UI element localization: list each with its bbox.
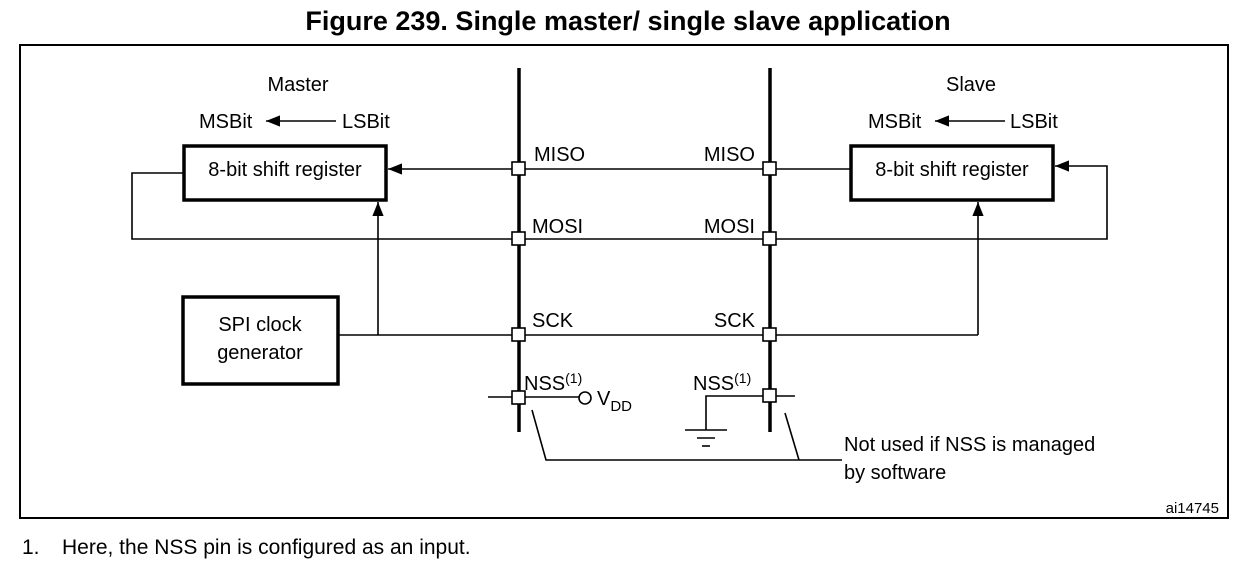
slave-sck-label: SCK [714, 310, 756, 332]
slave-mosi-pin [762, 231, 777, 246]
slave-sck-pin [762, 327, 777, 342]
master-lsbit-label: LSBit [342, 111, 390, 133]
spi-clock-generator-line2: generator [217, 342, 303, 364]
master-label: Master [267, 74, 328, 96]
footnote-number: 1. [22, 536, 40, 559]
slave-nss-pin [762, 388, 777, 403]
slave-shift-register-label: 8-bit shift register [875, 159, 1029, 181]
spi-clock-generator-box [181, 295, 340, 386]
master-sck-label: SCK [532, 310, 574, 332]
footnote: 1. Here, the NSS pin is configured as an … [22, 536, 471, 560]
master-miso-label: MISO [534, 144, 585, 166]
master-nss-pin [511, 390, 526, 405]
master-mosi-pin [511, 231, 526, 246]
slave-nss-label: NSS(1) [693, 370, 751, 395]
figure-title: Figure 239. Single master/ single slave … [305, 6, 951, 36]
annotation-line1: Not used if NSS is managed [844, 434, 1095, 456]
slave-mosi-label: MOSI [704, 216, 755, 238]
slave-msbit-label: MSBit [868, 111, 922, 133]
vdd-terminal-icon [578, 391, 592, 405]
slave-miso-pin [762, 161, 777, 176]
pin-markers [511, 161, 777, 405]
slave-miso-label: MISO [704, 144, 755, 166]
annotation-line2: by software [844, 462, 946, 484]
mosi-wire [131, 160, 1108, 240]
vdd-label: VDD [597, 388, 632, 415]
master-nss-label: NSS(1) [524, 370, 582, 395]
master-sck-pin [511, 327, 526, 342]
footnote-text: Here, the NSS pin is configured as an in… [62, 536, 471, 559]
master-shift-register-box [182, 144, 388, 202]
master-shift-register-label: 8-bit shift register [208, 159, 362, 181]
ground-icon [685, 429, 727, 447]
figure-id-label: ai14745 [1166, 500, 1219, 517]
slave-label: Slave [946, 74, 996, 96]
annotation-leader-slave [784, 412, 800, 461]
slave-nss-wire [705, 395, 795, 430]
slave-lsbit-label: LSBit [1010, 111, 1058, 133]
spi-clock-generator-line1: SPI clock [218, 314, 302, 336]
master-miso-pin [511, 161, 526, 176]
figure-frame [19, 44, 1229, 519]
master-msbit-label: MSBit [199, 111, 253, 133]
slave-shift-register-box [849, 144, 1055, 202]
master-mosi-label: MOSI [532, 216, 583, 238]
annotation-leader [531, 409, 842, 461]
